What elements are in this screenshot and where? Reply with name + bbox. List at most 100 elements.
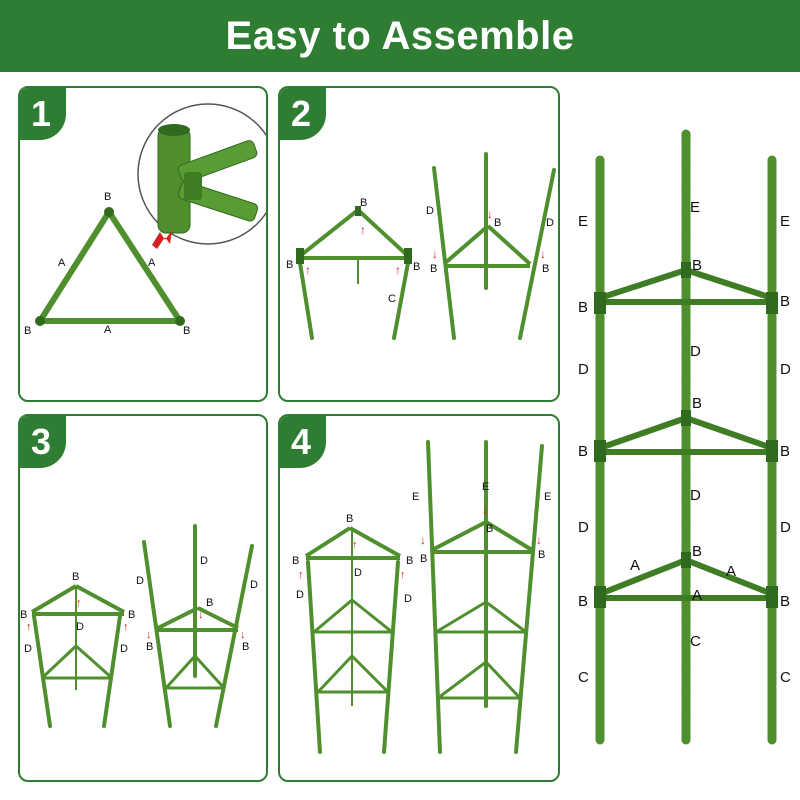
label-b: B bbox=[346, 513, 353, 525]
svg-text:↑: ↑ bbox=[305, 263, 311, 277]
zoom-clip bbox=[184, 172, 202, 200]
label-d: D bbox=[354, 567, 362, 579]
page-title: Easy to Assemble bbox=[225, 13, 575, 58]
svg-text:↑: ↑ bbox=[352, 539, 358, 551]
label-b: B bbox=[692, 543, 702, 560]
label-d: D bbox=[578, 361, 589, 378]
label-b: B bbox=[578, 593, 588, 610]
label-b: B bbox=[146, 641, 153, 653]
label-d: D bbox=[296, 589, 304, 601]
label-b: B bbox=[292, 555, 299, 567]
label-d: D bbox=[780, 519, 791, 536]
step-3-diagram: B B B D D D ↑ ↑ ↑ D D D B B B ↓ ↓ ↓ bbox=[20, 524, 258, 728]
label-d: D bbox=[578, 519, 589, 536]
label-b: B bbox=[360, 197, 367, 209]
step-4-diagram: B B B D D D ↑ ↑ ↑ E E E B B B ↓ ↓ ↓ bbox=[292, 440, 551, 754]
label-a: A bbox=[58, 257, 66, 269]
step-4-badge: 4 bbox=[280, 416, 326, 468]
zoom-pole-top bbox=[158, 124, 190, 136]
label-b: B bbox=[538, 549, 545, 561]
label-b: B bbox=[486, 523, 493, 535]
label-e: E bbox=[690, 199, 700, 216]
label-b: B bbox=[780, 443, 790, 460]
svg-text:↑: ↑ bbox=[395, 263, 401, 277]
header-banner: Easy to Assemble bbox=[0, 0, 800, 72]
svg-text:↓: ↓ bbox=[536, 533, 542, 547]
svg-text:↓: ↓ bbox=[420, 533, 426, 547]
svg-text:↑: ↑ bbox=[26, 621, 32, 633]
tri-side-left bbox=[37, 209, 112, 324]
label-b: B bbox=[128, 609, 135, 621]
label-c: C bbox=[388, 293, 396, 305]
label-d: D bbox=[120, 643, 128, 655]
label-b: B bbox=[578, 443, 588, 460]
label-b: B bbox=[494, 217, 501, 229]
label-b: B bbox=[206, 597, 213, 609]
label-b: B bbox=[104, 191, 111, 203]
label-d: D bbox=[76, 621, 84, 633]
label-d: D bbox=[546, 217, 554, 229]
svg-text:↑: ↑ bbox=[298, 569, 304, 581]
step-2-diagram: B B B C ↑ ↑ ↑ D D B B B ↓ ↓ ↓ bbox=[286, 152, 556, 340]
svg-text:↑: ↑ bbox=[400, 569, 406, 581]
label-d: D bbox=[250, 579, 258, 591]
label-b: B bbox=[406, 555, 413, 567]
label-d: D bbox=[136, 575, 144, 587]
label-a: A bbox=[692, 587, 702, 604]
label-b: B bbox=[24, 325, 31, 337]
label-b: B bbox=[430, 263, 437, 275]
svg-text:↑: ↑ bbox=[76, 597, 82, 609]
tri-node-right bbox=[175, 316, 185, 326]
label-b: B bbox=[420, 553, 427, 565]
step-4-panel: 4 B B B D D D ↑ ↑ ↑ E E bbox=[278, 414, 560, 782]
label-a: A bbox=[630, 557, 640, 574]
tri-node-top bbox=[104, 207, 114, 217]
step-1-badge: 1 bbox=[20, 88, 66, 140]
label-c: C bbox=[578, 669, 589, 686]
label-e: E bbox=[780, 213, 790, 230]
label-b: B bbox=[20, 609, 27, 621]
assembled-tower-diagram: E E E B B B D D D B B B D D D A B A B A … bbox=[578, 129, 791, 745]
label-b: B bbox=[780, 293, 790, 310]
label-b: B bbox=[692, 257, 702, 274]
svg-text:↑: ↑ bbox=[123, 621, 129, 633]
label-d: D bbox=[404, 593, 412, 605]
svg-text:↓: ↓ bbox=[482, 503, 488, 517]
svg-text:↓: ↓ bbox=[146, 629, 152, 641]
svg-text:↓: ↓ bbox=[240, 629, 246, 641]
step-3-panel: 3 B B B D D D ↑ ↑ ↑ D D D B B B ↓ bbox=[18, 414, 268, 782]
label-b: B bbox=[286, 259, 293, 271]
svg-text:↓: ↓ bbox=[487, 207, 493, 221]
step-1-diagram: B B B A A A bbox=[24, 103, 266, 337]
label-a: A bbox=[104, 324, 112, 336]
svg-text:↓: ↓ bbox=[540, 247, 546, 261]
label-d: D bbox=[690, 343, 701, 360]
label-d: D bbox=[426, 205, 434, 217]
label-e: E bbox=[578, 213, 588, 230]
label-a: A bbox=[726, 563, 736, 580]
zoom-arrow bbox=[152, 230, 172, 249]
label-b: B bbox=[183, 325, 190, 337]
step-3-badge: 3 bbox=[20, 416, 66, 468]
label-d: D bbox=[200, 555, 208, 567]
label-d: D bbox=[780, 361, 791, 378]
step-2-badge: 2 bbox=[280, 88, 326, 140]
step-1-panel: 1 B B B A A A bbox=[18, 86, 268, 402]
label-e: E bbox=[482, 481, 489, 493]
label-b: B bbox=[72, 571, 79, 583]
label-b: B bbox=[242, 641, 249, 653]
svg-text:↓: ↓ bbox=[198, 609, 204, 621]
label-c: C bbox=[780, 669, 791, 686]
label-b: B bbox=[780, 593, 790, 610]
zoom-connector-upper bbox=[177, 140, 258, 183]
step-2-panel: 2 B B B C ↑ ↑ ↑ D D B B B ↓ ↓ ↓ bbox=[278, 86, 560, 402]
label-b: B bbox=[542, 263, 549, 275]
label-d: D bbox=[690, 487, 701, 504]
svg-text:↑: ↑ bbox=[360, 223, 366, 237]
tri-node-left bbox=[35, 316, 45, 326]
svg-text:↓: ↓ bbox=[432, 247, 438, 261]
label-b: B bbox=[692, 395, 702, 412]
tri-side-right bbox=[106, 209, 183, 324]
label-e: E bbox=[544, 491, 551, 503]
label-d: D bbox=[24, 643, 32, 655]
